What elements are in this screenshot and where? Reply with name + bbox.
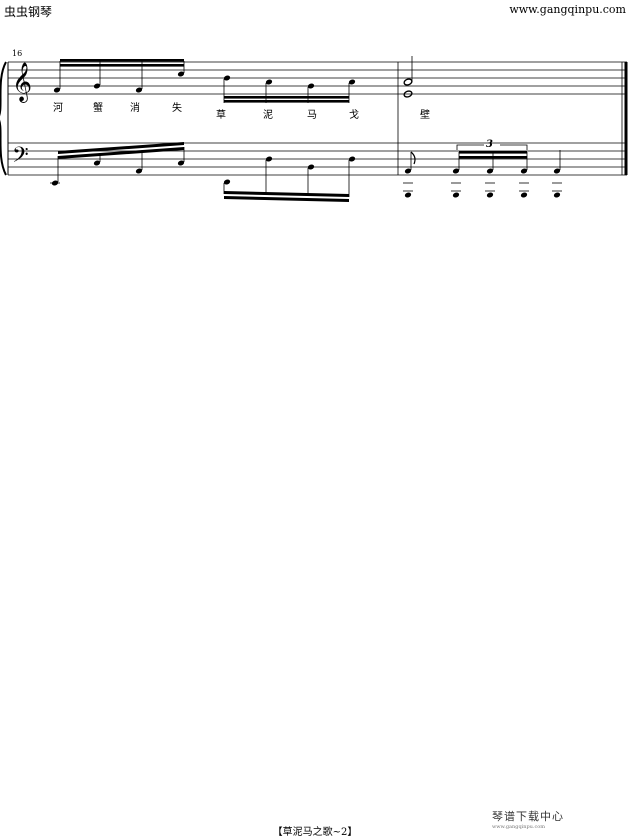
treble-staff: [8, 61, 627, 95]
barlines: [397, 62, 628, 175]
bass-final-chords: [403, 144, 562, 198]
site-url[interactable]: www.gangqinpu.com: [509, 3, 626, 16]
bass-clef: 𝄢: [12, 143, 29, 173]
measure-number: 16: [12, 49, 23, 58]
watermark-url: www.gangqinpu.com: [492, 824, 546, 830]
treble-beam-group-1: [53, 59, 185, 93]
lyric-syllable: 蟹: [93, 103, 103, 114]
lyric-syllable: 失: [172, 103, 182, 114]
bass-staff: [8, 142, 627, 176]
system-brace: [0, 61, 9, 176]
lyric-syllable: 消: [130, 103, 140, 114]
lyric-syllable: 河: [53, 103, 63, 114]
lyric-syllable: 马: [307, 110, 317, 121]
lyric-syllable: 草: [216, 110, 226, 121]
lyric-syllable: 壁: [420, 110, 430, 121]
bass-beam-group-1: [50, 142, 185, 186]
lyric-syllable: 戈: [349, 110, 359, 121]
bass-beam-group-2: [223, 156, 356, 202]
tuplet-number: 3: [486, 139, 493, 150]
site-name: 虫虫钢琴: [4, 5, 53, 19]
treble-half-chord: [403, 56, 413, 98]
lyric-syllable: 泥: [263, 110, 273, 121]
page-footer: 【草泥马之歌~2】: [272, 827, 358, 838]
treble-clef: 𝄞: [12, 62, 32, 103]
watermark-logo: 琴谱下载中心: [492, 810, 564, 823]
treble-beam-group-2: [223, 75, 356, 103]
